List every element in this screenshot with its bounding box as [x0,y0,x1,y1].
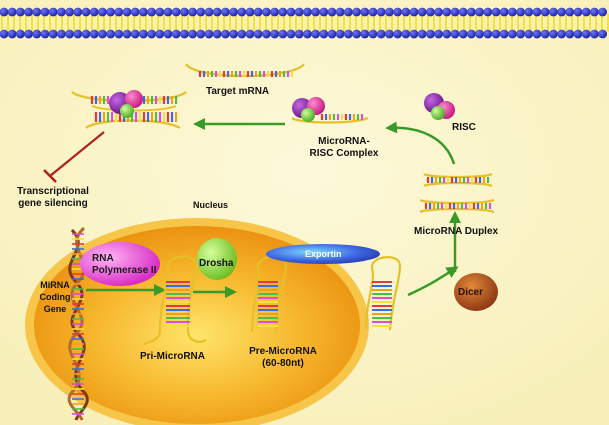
pri-microrna-hairpin [143,255,207,346]
risc-label: RISC [452,122,476,133]
dicer-label: Dicer [458,287,484,298]
microrna-risc-complex-label: MicroRNA- RISC Complex [309,136,379,159]
risc-loading-arrow [385,121,456,165]
drosha-label: Drosha [199,258,234,269]
microrna-duplex-label: MicroRNA Duplex [414,226,499,237]
rna-polymerase-ii [80,242,160,286]
cell-membrane [0,7,609,39]
nucleus-label: Nucleus [193,200,229,210]
exportin-label: Exportin [305,249,342,259]
mirna-coding-gene-label: MiRNA Coding Gene [39,280,71,314]
target-mrna-label: Target mRNA [206,86,270,97]
risc-protein [424,93,455,120]
silencing-complex [71,90,187,129]
pri-microrna-label: Pri-MicroRNA [140,351,206,362]
exported-hairpin [364,256,402,331]
rna-polymerase-label: RNA Polymerase II [92,253,157,276]
exportin [266,244,380,264]
inhibition-line [43,131,105,183]
microrna-risc-complex [291,97,369,124]
target-mrna [185,63,305,78]
dicer [454,273,498,311]
transcriptional-gene-silencing-label: Transcriptional gene silencing [17,186,89,209]
pre-microrna-label: Pre-MicroRNA (60-80nt) [249,346,317,369]
nuclear-export-arrow [407,266,459,297]
drosha [197,238,237,280]
microrna-duplex [419,172,495,214]
